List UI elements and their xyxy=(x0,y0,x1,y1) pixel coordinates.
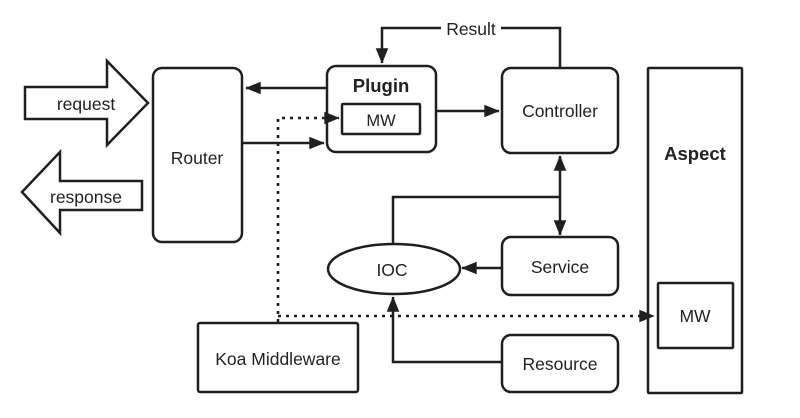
service-box xyxy=(500,235,620,297)
aspect-mw-box xyxy=(656,281,735,350)
koa-middleware-box xyxy=(196,321,360,394)
controller-label: Controller xyxy=(522,101,598,121)
response-arrow-shape xyxy=(20,148,144,237)
result-label: Result xyxy=(446,19,496,39)
request-label: request xyxy=(57,94,116,114)
request-arrow-shape xyxy=(23,57,150,149)
router-label: Router xyxy=(171,148,224,168)
aspect-mw-label: MW xyxy=(679,306,711,326)
service-label: Service xyxy=(531,257,589,277)
plugin-mw-label: MW xyxy=(366,112,396,130)
aspect-label: Aspect xyxy=(664,143,726,164)
response-label: response xyxy=(50,187,122,207)
result-label-bg xyxy=(441,19,501,38)
router-box xyxy=(151,66,244,244)
resource-label: Resource xyxy=(523,354,598,374)
plugin-label: Plugin xyxy=(353,75,410,96)
edge-resource-to-ioc xyxy=(386,296,502,364)
koa-middleware-label: Koa Middleware xyxy=(215,349,340,369)
resource-box xyxy=(500,333,620,394)
plugin-mw-box xyxy=(340,102,422,136)
ioc-label: IOC xyxy=(376,260,407,280)
edge-ioc-branch xyxy=(391,195,560,244)
